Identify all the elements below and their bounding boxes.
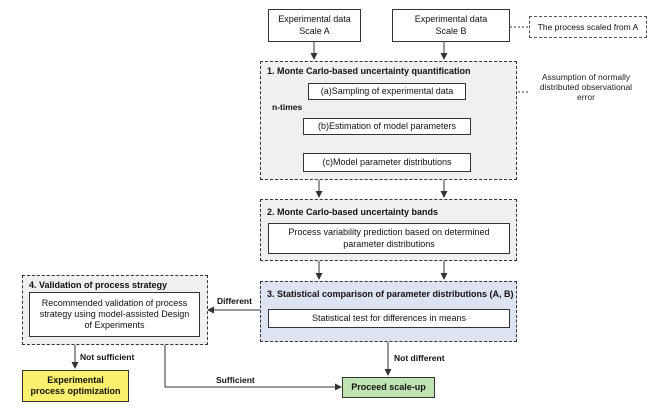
group4-title: 4. Validation of process strategy [29,280,168,290]
statistical-test: Statistical test for differences in mean… [268,309,510,328]
variability-prediction: Process variability prediction based on … [268,223,510,254]
group2-title: 2. Monte Carlo-based uncertainty bands [267,207,439,217]
experimental-process-optimization: Experimental process optimization [22,370,129,402]
experimental-data-a: Experimental data Scale A [268,9,361,42]
group1-title: 1. Monte Carlo-based uncertainty quantif… [267,66,471,76]
step-estimation: (b)Estimation of model parameters [303,118,471,135]
label-sufficient: Sufficient [216,375,255,385]
step-sampling: (a)Sampling of experimental data [308,83,466,100]
note-scaled-from-a: The process scaled from A [529,16,647,38]
label-different: Different [217,296,252,306]
validation-recommendation: Recommended validation of process strate… [29,292,200,337]
step-distributions: (c)Model parameter distributions [303,153,471,172]
label-not-different: Not different [394,353,445,363]
proceed-scale-up: Proceed scale-up [342,377,435,398]
group3-title: 3. Statistical comparison of parameter d… [267,289,514,299]
note-assumption: Assumption of normally distributed obser… [539,72,633,103]
edge-sufficient [164,345,342,391]
ntimes-label: n-times [272,102,303,112]
label-not-sufficient: Not sufficient [80,352,135,362]
experimental-data-b: Experimental data Scale B [392,9,510,42]
